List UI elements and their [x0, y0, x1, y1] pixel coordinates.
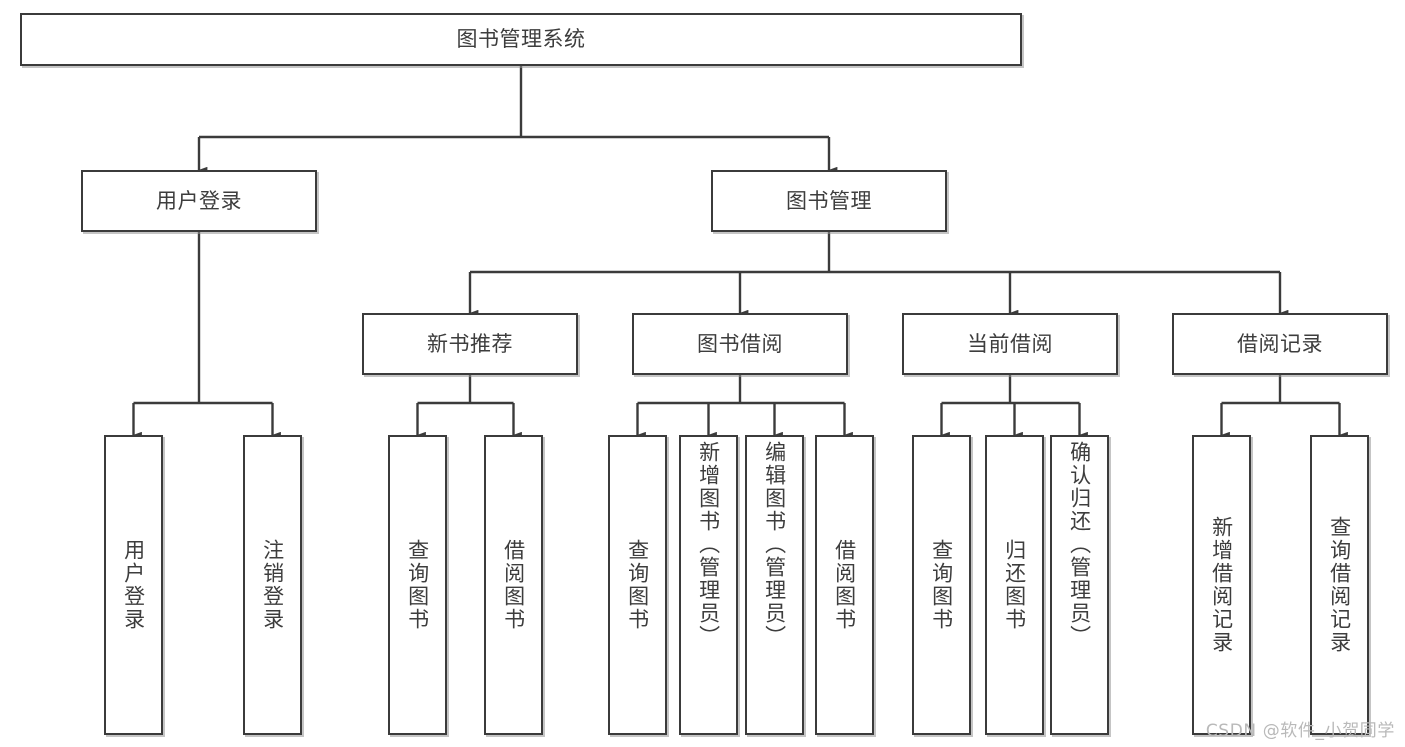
- node-leaf-query-book-borrow[interactable]: 查询图书: [608, 435, 667, 735]
- node-leaf-user-logout-label: 注销登录: [260, 539, 285, 631]
- node-leaf-query-book-recommend[interactable]: 查询图书: [388, 435, 447, 735]
- node-leaf-borrow-book-recommend[interactable]: 借阅图书: [484, 435, 543, 735]
- node-current-borrow-label: 当前借阅: [967, 331, 1053, 356]
- node-leaf-add-book-admin-label: 新增图书（管理员）: [696, 441, 721, 648]
- node-borrow-record[interactable]: 借阅记录: [1172, 313, 1388, 375]
- node-leaf-query-book-recommend-label: 查询图书: [405, 539, 430, 631]
- node-current-borrow[interactable]: 当前借阅: [902, 313, 1118, 375]
- node-leaf-user-logout[interactable]: 注销登录: [243, 435, 302, 735]
- node-leaf-query-borrow-record[interactable]: 查询借阅记录: [1310, 435, 1369, 735]
- node-leaf-borrow-book[interactable]: 借阅图书: [815, 435, 874, 735]
- node-leaf-edit-book-admin-label: 编辑图书（管理员）: [762, 441, 787, 648]
- node-book-borrow-label: 图书借阅: [697, 331, 783, 356]
- node-borrow-record-label: 借阅记录: [1237, 331, 1323, 356]
- node-leaf-query-book-current[interactable]: 查询图书: [912, 435, 971, 735]
- node-leaf-confirm-return-admin-label: 确认归还（管理员）: [1067, 441, 1092, 648]
- node-leaf-add-borrow-record[interactable]: 新增借阅记录: [1192, 435, 1251, 735]
- node-leaf-add-borrow-record-label: 新增借阅记录: [1209, 516, 1234, 654]
- node-new-book-recommend-label: 新书推荐: [427, 331, 513, 356]
- node-book-management[interactable]: 图书管理: [711, 170, 947, 232]
- node-leaf-confirm-return-admin[interactable]: 确认归还（管理员）: [1050, 435, 1109, 735]
- node-book-borrow[interactable]: 图书借阅: [632, 313, 848, 375]
- node-new-book-recommend[interactable]: 新书推荐: [362, 313, 578, 375]
- node-user-login[interactable]: 用户登录: [81, 170, 317, 232]
- node-leaf-add-book-admin[interactable]: 新增图书（管理员）: [679, 435, 738, 735]
- node-root[interactable]: 图书管理系统: [20, 13, 1022, 66]
- node-leaf-return-book[interactable]: 归还图书: [985, 435, 1044, 735]
- node-leaf-user-login-label: 用户登录: [121, 539, 146, 631]
- node-leaf-edit-book-admin[interactable]: 编辑图书（管理员）: [745, 435, 804, 735]
- node-leaf-borrow-book-recommend-label: 借阅图书: [501, 539, 526, 631]
- node-user-login-label: 用户登录: [156, 188, 242, 213]
- node-leaf-user-login[interactable]: 用户登录: [104, 435, 163, 735]
- node-leaf-query-book-borrow-label: 查询图书: [625, 539, 650, 631]
- node-leaf-query-borrow-record-label: 查询借阅记录: [1327, 516, 1352, 654]
- node-root-label: 图书管理系统: [456, 27, 586, 52]
- node-leaf-return-book-label: 归还图书: [1002, 539, 1027, 631]
- connector-group: [132, 66, 1348, 439]
- node-leaf-query-book-current-label: 查询图书: [929, 539, 954, 631]
- node-book-management-label: 图书管理: [786, 188, 872, 213]
- node-leaf-borrow-book-label: 借阅图书: [832, 539, 857, 631]
